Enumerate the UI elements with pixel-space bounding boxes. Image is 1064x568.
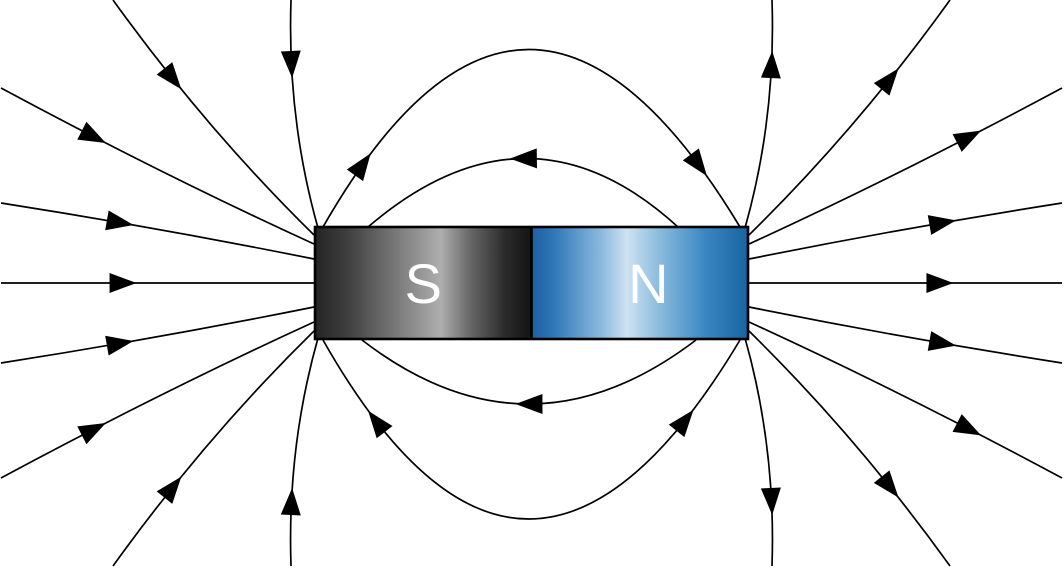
field-direction-arrow: [280, 50, 301, 79]
field-direction-arrow: [77, 121, 106, 144]
field-line-top-outer-loop: [322, 48, 741, 228]
field-direction-arrow: [77, 422, 106, 445]
field-line-s-fan-diag-dn: [0, 321, 315, 479]
field-direction-arrow: [346, 153, 371, 182]
field-line-s-fan-shallow-dn: [0, 306, 315, 364]
field-line-s-fan-steep-dn: [112, 330, 315, 567]
field-direction-arrow: [156, 476, 182, 504]
field-line-n-fan-vertical-up: [744, 0, 774, 229]
field-direction-arrow: [952, 130, 982, 152]
s-pole-label: S: [405, 252, 442, 315]
field-direction-arrow: [368, 410, 393, 439]
field-line-n-fan-steep-up: [748, 0, 951, 236]
field-line-s-fan-diag-up: [0, 87, 315, 245]
field-direction-arrow: [509, 148, 537, 169]
n-pole-label: N: [628, 252, 668, 315]
field-line-s-fan-steep-up: [112, 0, 315, 236]
field-line-n-fan-steep-dn: [748, 330, 951, 567]
field-direction-arrow: [952, 414, 982, 436]
field-direction-arrow: [515, 393, 543, 414]
field-line-n-fan-vertical-dn: [744, 337, 774, 567]
field-direction-arrow: [760, 487, 781, 515]
field-direction-arrow: [668, 409, 694, 438]
field-direction-arrow: [760, 51, 781, 79]
field-direction-arrow: [682, 148, 707, 177]
field-line-s-fan-vertical-dn: [289, 337, 319, 567]
field-direction-arrow: [926, 273, 954, 293]
n-pole-body: [531, 227, 748, 339]
field-direction-arrow: [280, 487, 301, 516]
field-direction-arrow: [873, 68, 899, 96]
field-line-s-fan-shallow-up: [0, 202, 315, 260]
field-direction-arrow: [873, 470, 899, 498]
field-direction-arrow: [105, 210, 134, 231]
field-line-bottom-inner-loop: [361, 339, 697, 405]
field-direction-arrow: [109, 273, 137, 293]
bar-magnet: S N: [313, 225, 750, 341]
field-direction-arrow: [105, 335, 134, 356]
field-direction-arrow: [156, 62, 182, 90]
field-line-top-inner-loop: [367, 157, 679, 228]
field-line-s-fan-vertical-up: [289, 0, 319, 229]
field-direction-arrow: [927, 215, 957, 235]
field-line-n-fan-shallow-dn: [748, 306, 1063, 364]
magnet-outline: [313, 225, 750, 341]
field-line-n-fan-diag-dn: [748, 321, 1063, 479]
field-line-n-fan-diag-up: [748, 87, 1063, 245]
field-line-n-fan-shallow-up: [748, 202, 1063, 260]
s-pole-body: [315, 227, 532, 339]
field-direction-arrow: [927, 331, 957, 351]
